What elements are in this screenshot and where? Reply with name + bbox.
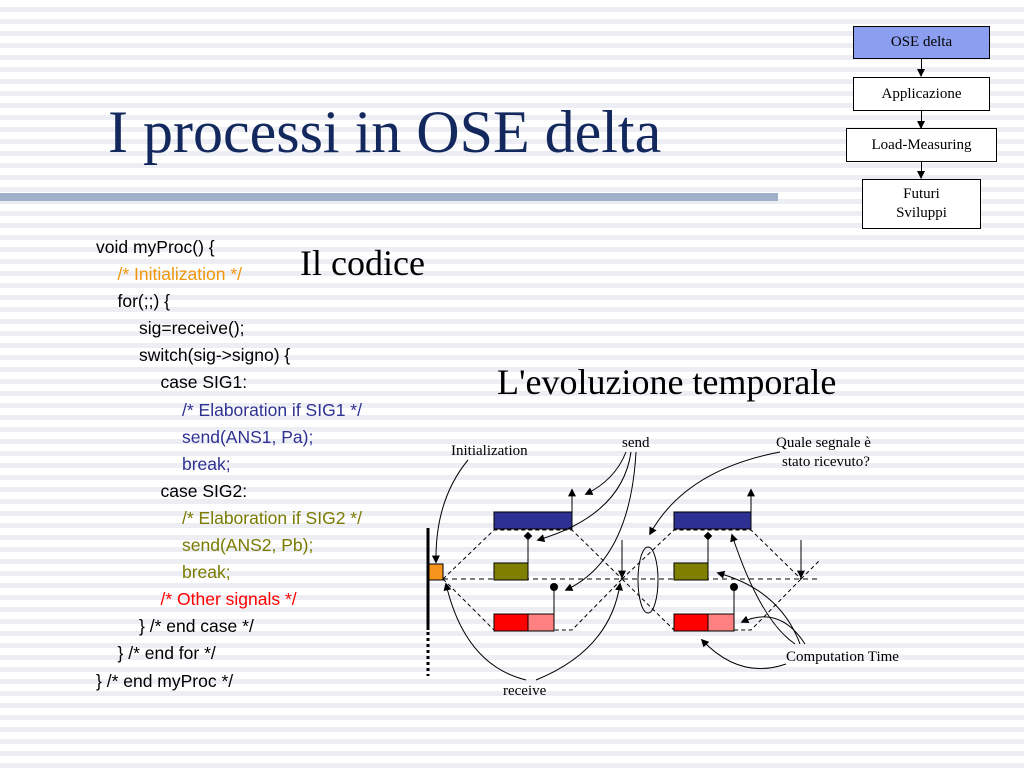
cycle2-dashed-top [621, 529, 802, 580]
nav-arrow-down-icon [917, 111, 925, 129]
cycle2-other-bar-light [707, 613, 735, 632]
label-which-signal-line1: Quale segnale è [776, 435, 871, 451]
code-line: switch(sig->signo) { [139, 345, 291, 366]
title-underline [0, 193, 778, 201]
cycle2-other-bar-dark [673, 613, 709, 632]
cycle1-dashed-top [442, 529, 623, 580]
callout-send-arrow-a [584, 451, 627, 495]
callout-which-signal-arrow [649, 451, 781, 536]
code-line: /* Elaboration if SIG1 */ [182, 399, 362, 420]
callout-receive-arrow-a [443, 582, 527, 681]
cycle1-other-lollipop-icon [550, 583, 558, 591]
code-listing: void myProc() { /* Initialization */ for(;… [96, 234, 362, 695]
cycle1-sig2-bar [493, 562, 529, 581]
code-line: for(;;) { [117, 291, 171, 312]
label-initialization: Initialization [451, 443, 528, 459]
label-send: send [622, 435, 650, 451]
nav-item-load-measuring[interactable]: Load-Measuring [846, 128, 997, 162]
code-line: } /* end case */ [139, 616, 254, 637]
callout-receive-arrow-b [535, 582, 623, 681]
nav-arrow-down-icon [917, 59, 925, 77]
cycle2-sig1-bar [673, 511, 752, 530]
code-line: } /* end myProc */ [96, 670, 234, 691]
slide-title: I processi in OSE delta [108, 99, 662, 165]
callout-initialization-arrow [431, 459, 469, 564]
callout-computation-arrow-a [730, 533, 796, 645]
nav-arrow-down-icon [917, 162, 925, 179]
nav-item-label-line2: Sviluppi [896, 205, 947, 221]
timeline-heading: L'evoluzione temporale [497, 362, 837, 402]
label-which-signal-line2: stato ricevuto? [782, 454, 870, 470]
initialization-block [428, 563, 444, 581]
cycle1-sig1-bar [493, 511, 573, 530]
code-line: /* Elaboration if SIG2 */ [182, 507, 362, 528]
code-line: case SIG1: [160, 372, 248, 393]
code-line: break; [182, 562, 231, 583]
nav-item-applicazione[interactable]: Applicazione [853, 77, 990, 111]
callout-send-arrow-c [564, 451, 637, 591]
nav-item-label: OSE delta [890, 34, 953, 50]
code-line: send(ANS2, Pb); [182, 535, 314, 556]
cycle1-other-bar-dark [493, 613, 529, 632]
code-line: /* Initialization */ [117, 264, 243, 285]
nav-item-label-line1: Futuri [903, 186, 940, 202]
label-computation-time: Computation Time [786, 649, 899, 665]
code-heading: Il codice [300, 243, 425, 283]
cycle2-sig2-diamond-icon [703, 531, 713, 541]
code-line: send(ANS1, Pa); [182, 426, 314, 447]
label-receive: receive [503, 683, 547, 699]
callout-computation-arrow-c [740, 615, 806, 645]
code-line: void myProc() { [96, 237, 215, 257]
cycle1-other-bar-light [527, 613, 555, 632]
cycle2-other-lollipop-icon [730, 583, 738, 591]
cycle2-dashed-bottom [621, 578, 802, 631]
callout-computation-arrow-b [716, 570, 801, 645]
cycle1-dashed-bottom [442, 578, 623, 631]
cycle1-sig2-diamond-icon [523, 531, 533, 541]
code-line: case SIG2: [160, 480, 248, 501]
nav-item-label: Applicazione [881, 85, 962, 102]
nav-item-label: Load-Measuring [871, 136, 972, 153]
nav-item-futuri-sviluppi[interactable]: Futuri Sviluppi [862, 179, 981, 229]
signal-choice-ellipse [637, 546, 659, 614]
nav-item-ose-delta[interactable]: OSE delta [853, 26, 990, 59]
cycle2-sig2-bar [673, 562, 709, 581]
code-line: /* Other signals */ [160, 589, 297, 610]
code-line: break; [182, 453, 231, 474]
cycle2-dashed-tail [800, 559, 821, 580]
code-line: sig=receive(); [139, 318, 245, 339]
callout-computation-arrow-d [700, 638, 787, 670]
callout-send-arrow-b [536, 451, 632, 543]
code-line: } /* end for */ [117, 643, 216, 664]
